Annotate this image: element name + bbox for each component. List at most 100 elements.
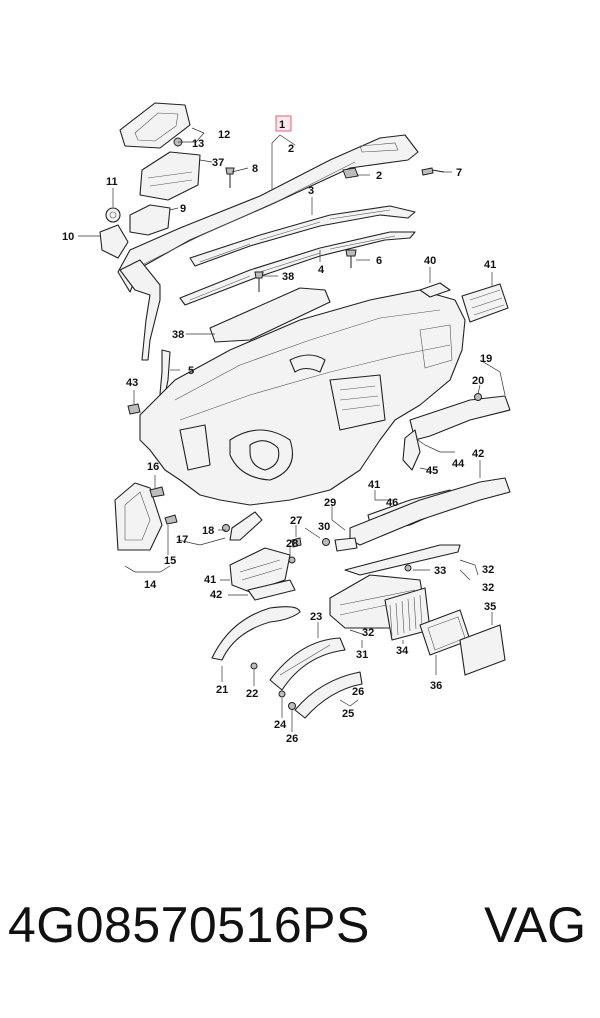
part-number: 4G08570516PS <box>8 897 370 953</box>
part-29-bracket <box>334 537 358 552</box>
callout: 20 <box>472 375 484 387</box>
callout: 33 <box>434 565 446 577</box>
part-22-screw <box>250 662 258 670</box>
part-18-trim <box>229 511 263 541</box>
part-15-clip <box>164 514 178 525</box>
callout: 12 <box>218 129 230 141</box>
part-7-screw <box>421 167 445 176</box>
callout: 32 <box>362 627 374 639</box>
part-16-clip <box>149 486 165 498</box>
part-14-end-cap <box>114 482 163 551</box>
part-6-screw <box>345 249 357 268</box>
part-20-clip <box>474 393 482 401</box>
part-25-trim <box>294 671 363 719</box>
callout: 8 <box>252 163 258 175</box>
part-8-screw <box>225 167 235 188</box>
part-21-cluster-surround <box>211 606 301 661</box>
callout: 42 <box>472 448 484 460</box>
left-pillar-trim <box>119 259 161 361</box>
caption-bar: 4G08570516PS VAG <box>0 896 600 986</box>
part-12-cover <box>119 102 191 149</box>
callout: 25 <box>342 708 354 720</box>
callout: 35 <box>484 601 496 613</box>
callout: 28 <box>286 538 298 550</box>
callout: 37 <box>212 157 224 169</box>
exploded-parts-diagram: 1 2 2 3 4 5 6 7 8 9 10 11 12 13 14 15 16… <box>62 102 511 745</box>
part-19-trim <box>409 395 511 441</box>
callout: 46 <box>386 497 398 509</box>
callout: 24 <box>274 719 287 731</box>
callout: 44 <box>452 458 465 470</box>
callout: 40 <box>424 255 436 267</box>
callout: 3 <box>308 185 314 197</box>
leader-lines <box>78 127 506 732</box>
part-35-board <box>459 624 506 676</box>
part-26-nut <box>288 702 296 710</box>
part-28-nut <box>288 556 296 564</box>
callout: 29 <box>324 497 336 509</box>
part-2-clip <box>342 167 359 179</box>
part-40-cover <box>419 282 451 298</box>
dashboard-carrier <box>139 289 466 506</box>
callout: 32 <box>482 582 494 594</box>
callout: 26 <box>352 686 364 698</box>
callout: 38 <box>282 271 294 283</box>
trim-strip-4 <box>179 231 416 306</box>
part-38-screw <box>254 271 264 292</box>
callout: 32 <box>482 564 494 576</box>
part-11-ring <box>105 207 121 223</box>
callout: 22 <box>246 688 258 700</box>
callout: 31 <box>356 649 368 661</box>
callout: 2 <box>288 143 294 155</box>
callout-labels: 1 2 2 3 4 5 6 7 8 9 10 11 12 13 14 15 16… <box>62 119 496 745</box>
callout: 19 <box>480 353 492 365</box>
callout: 6 <box>376 255 382 267</box>
callout: 45 <box>426 465 438 477</box>
callout: 18 <box>202 525 214 537</box>
part-10-bezel <box>99 224 129 259</box>
part-24-screw <box>278 690 286 698</box>
callout: 11 <box>106 176 118 188</box>
callout: 42 <box>210 589 222 601</box>
callout: 10 <box>62 231 74 243</box>
part-9-switch <box>129 204 171 236</box>
callout: 26 <box>286 733 298 745</box>
callout: 34 <box>396 645 409 657</box>
part-43-clip <box>127 403 141 415</box>
callout: 14 <box>144 579 157 591</box>
callout: 41 <box>204 574 216 586</box>
part-41-vent-left <box>229 547 291 593</box>
trim-strip-3 <box>189 205 416 267</box>
part-33-screw <box>404 564 412 572</box>
callout: 41 <box>368 479 380 491</box>
callout: 30 <box>318 521 330 533</box>
callout: 15 <box>164 555 176 567</box>
callout-1-highlight <box>275 115 292 132</box>
callout: 2 <box>376 170 382 182</box>
part-37-module <box>139 151 201 201</box>
callout: 38 <box>172 329 184 341</box>
part-42-strip-left <box>247 579 296 601</box>
callout: 7 <box>456 167 462 179</box>
part-30-washer <box>322 538 330 546</box>
callout: 5 <box>188 365 194 377</box>
part-41-vent <box>461 283 509 323</box>
top-trim-strip <box>117 134 419 293</box>
callout: 23 <box>310 611 322 623</box>
callout: 43 <box>126 377 138 389</box>
glovebox-strip <box>344 544 461 576</box>
callout: 27 <box>290 515 302 527</box>
callout: 41 <box>484 259 496 271</box>
callout: 21 <box>216 684 228 696</box>
callout: 17 <box>176 534 188 546</box>
callout: 16 <box>147 461 159 473</box>
brand-label: VAG <box>484 897 586 953</box>
callout: 13 <box>192 138 204 150</box>
part-44-bracket <box>402 429 421 471</box>
part-27-clip <box>291 537 302 548</box>
callout: 4 <box>318 264 325 276</box>
part-23-trim <box>269 637 346 691</box>
callout: 36 <box>430 680 442 692</box>
callout: 1 <box>279 119 285 131</box>
callout: 9 <box>180 203 186 215</box>
